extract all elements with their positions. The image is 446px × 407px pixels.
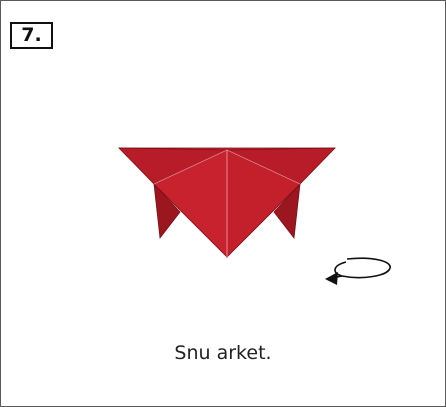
flip-over-arrow-icon — [325, 258, 390, 285]
instruction-text: Snu arket. — [0, 342, 446, 364]
